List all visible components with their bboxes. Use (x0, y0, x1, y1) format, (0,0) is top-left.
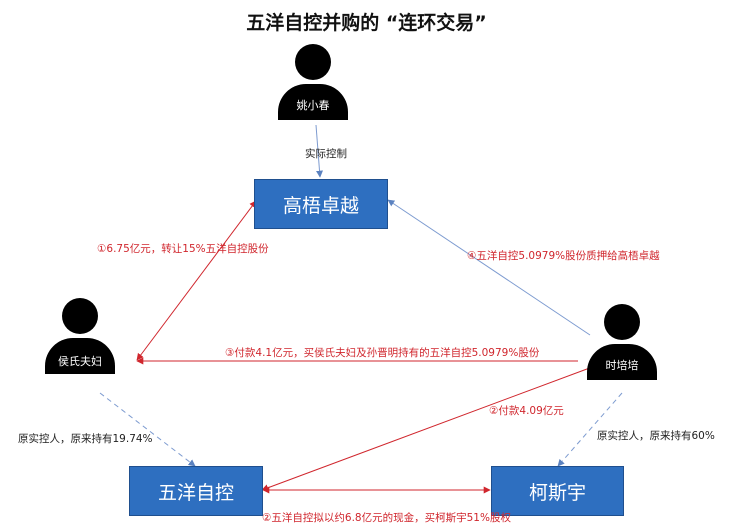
person-shi: 时培培 (587, 304, 657, 380)
arrow-step4 (387, 199, 591, 336)
person-body-icon (587, 344, 657, 380)
entity-kesiyu: 柯斯宇 (491, 466, 624, 516)
entity-gaowu: 高梧卓越 (254, 179, 388, 229)
label-hou-note: 原实控人，原来持有19.74% (18, 433, 153, 445)
label-step1: ①6.75亿元，转让15%五洋自控股份 (97, 243, 269, 255)
person-hou: 侯氏夫妇 (45, 298, 115, 374)
label-step2-cash: ②五洋自控拟以约6.8亿元的现金，买柯斯宇51%股权 (262, 512, 511, 524)
arrow-shi-kesiyu (557, 392, 623, 467)
person-yao-name: 姚小春 (296, 99, 330, 112)
person-body-icon (278, 84, 348, 120)
entity-wuyang: 五洋自控 (129, 466, 263, 516)
person-yao: 姚小春 (278, 44, 348, 120)
label-step2-pay: ②付款4.09亿元 (489, 405, 564, 417)
label-control: 实际控制 (305, 148, 347, 160)
label-step4: ④五洋自控5.0979%股份质押给高梧卓越 (467, 250, 660, 262)
arrow-hou-wuyang (99, 392, 196, 467)
diagram-title: 五洋自控并购的 “连环交易” (246, 12, 487, 34)
label-step3: ③付款4.1亿元，买侯氏夫妇及孙晋明持有的五洋自控5.0979%股份 (225, 347, 540, 359)
person-shi-name: 时培培 (605, 359, 639, 372)
person-body-icon (45, 338, 115, 374)
arrow-step1 (136, 200, 257, 361)
person-head-icon (604, 304, 640, 340)
person-hou-name: 侯氏夫妇 (58, 355, 102, 368)
person-head-icon (295, 44, 331, 80)
label-shi-note: 原实控人，原来持有60% (597, 430, 715, 442)
person-head-icon (62, 298, 98, 334)
arrow-step2-pay (261, 364, 596, 492)
arrow-control (315, 124, 324, 178)
